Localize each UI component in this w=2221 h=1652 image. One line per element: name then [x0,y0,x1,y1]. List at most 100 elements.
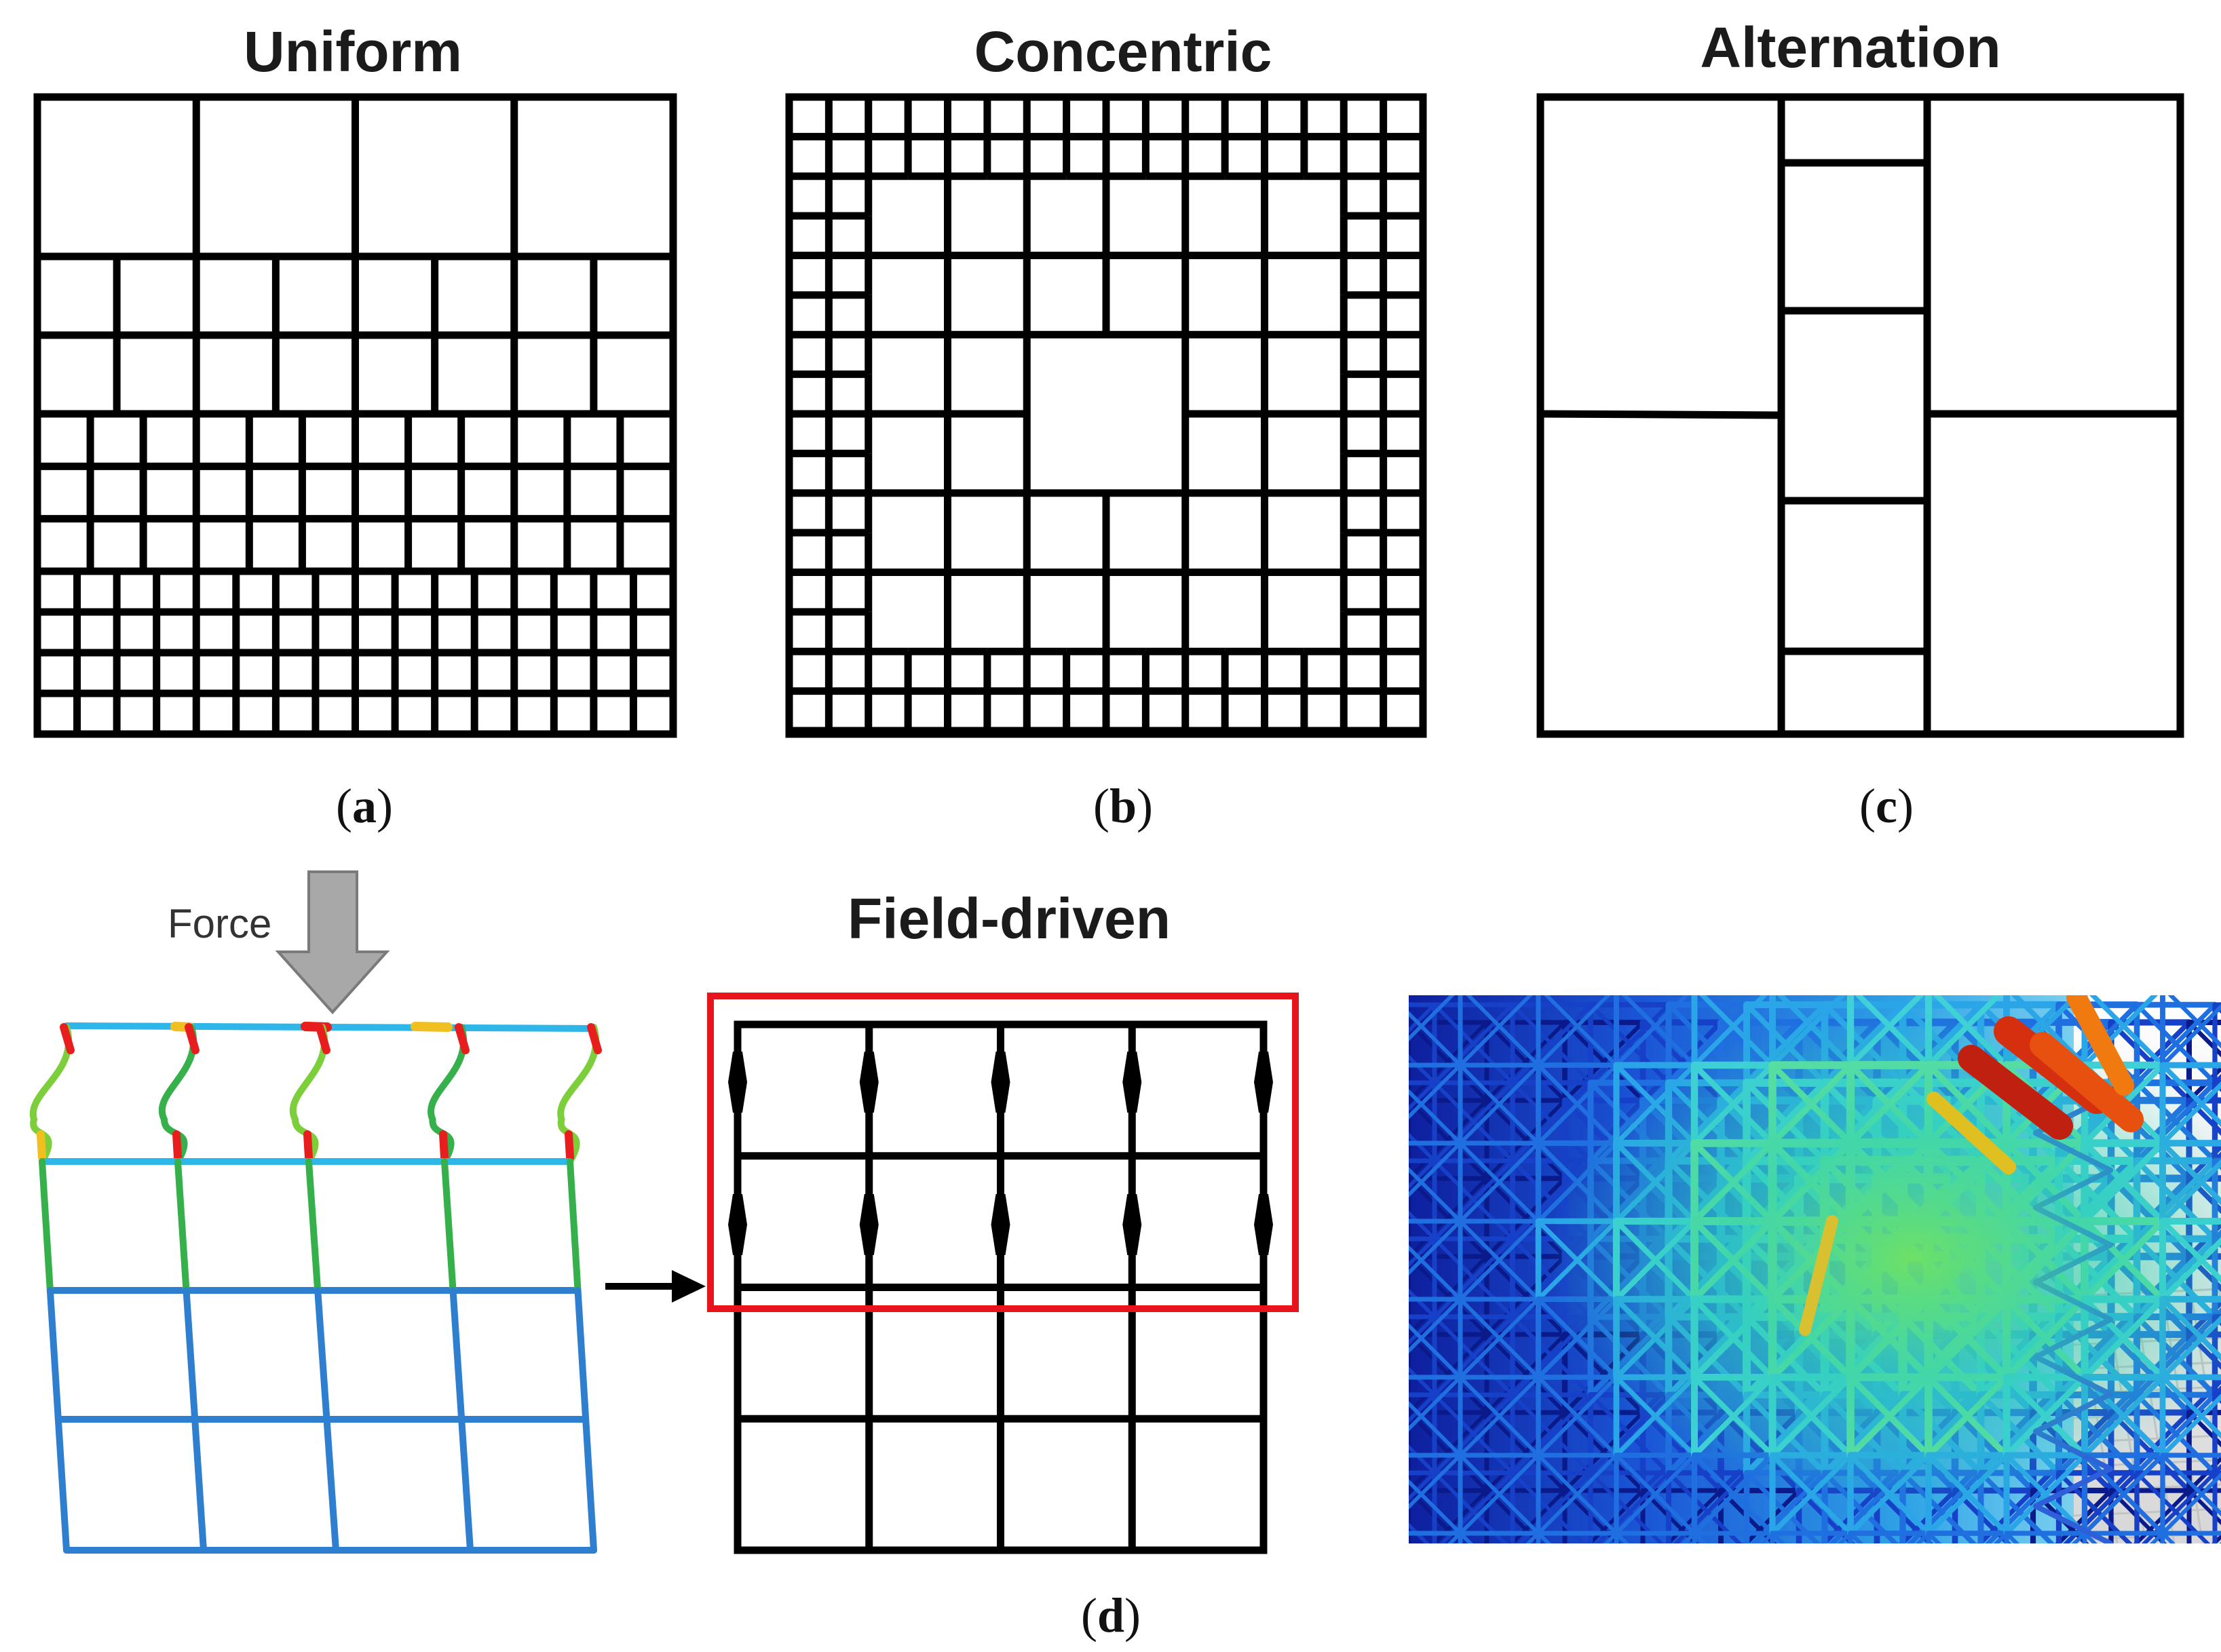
lattice-strut [1409,1254,1411,1259]
lattice-strut [1603,1531,1618,1543]
lattice-strut [1409,1488,1411,1493]
lattice-strut [1721,1569,1799,1647]
lattice-strut [1669,1551,1747,1629]
lattice-strut [1721,1569,1799,1647]
lattice-strut [1382,1533,1460,1611]
lattice-strut [1447,1531,1462,1543]
lattice-strut [1877,1569,1955,1647]
stress-marker [565,1130,574,1161]
stress-marker [411,1022,453,1032]
force-arrow-icon [275,870,390,1014]
lattice-strut [1591,1551,1669,1629]
buckled-strut [29,1024,73,1165]
lattice-3d-render [1331,995,2221,1647]
lattice-strut [2189,1569,2221,1647]
lattice-strut [1513,1551,1591,1629]
right-arrow-icon [605,1270,706,1303]
lattice-strut [1799,1569,1877,1647]
lattice-strut [1458,1531,1473,1543]
lattice-strut [1409,1332,1411,1337]
post [441,1158,457,1294]
stress-marker [172,1130,182,1161]
stress-marker [37,1130,46,1161]
force-label: Force [168,901,272,946]
lattice-strut [1536,1531,1551,1543]
thickened-strut [1122,1052,1142,1113]
caption-a-letter: a [352,779,377,833]
lattice-strut [2189,1569,2221,1647]
lattice-strut [1981,1551,2059,1629]
lattice-strut [2033,1569,2111,1647]
lattice-strut [1955,1569,2033,1647]
lattice-strut [1409,1098,1411,1103]
stress-marker [316,1023,330,1054]
lattice-strut [1331,1569,1409,1647]
thickened-strut [1254,1194,1273,1255]
lattice-strut [2111,1569,2189,1647]
lattice-strut [2161,1531,2176,1543]
uniform-lattice [33,93,677,738]
lattice-strut [1409,1332,1411,1337]
lattice-strut [1614,1531,1629,1543]
concentric-lattice [785,93,1427,738]
stress-marker [60,1023,75,1054]
lattice-strut [1409,1569,1487,1647]
lattice-strut [2059,1551,2137,1629]
lattice-strut [1435,1551,1513,1629]
buckled-strut [158,1024,197,1165]
lattice-strut [1903,1551,1981,1629]
lattice-strut [1926,1531,1942,1543]
lattice-strut [2083,1531,2097,1543]
lattice-strut [1825,1551,1903,1629]
lattice-strut [1565,1569,1643,1647]
title-concentric: Concentric [974,20,1272,83]
lattice-strut [1409,1410,1411,1415]
lattice-strut [1682,1531,1696,1543]
lattice-strut [1409,1098,1411,1102]
title-alternation: Alternation [1700,16,2001,79]
thickened-strut [859,1052,879,1113]
lattice-strut [1643,1569,1721,1647]
post [305,1158,322,1294]
thickened-strut [991,1194,1010,1255]
caption-b: (b) [1093,779,1154,833]
lattice-strut [1955,1569,2033,1647]
post [39,1158,54,1294]
lattice-strut [1848,1531,1864,1543]
lattice-strut [2111,1569,2189,1647]
stress-marker [185,1023,200,1054]
hot-struts [1799,995,2144,1336]
lattice-strut [1770,1531,1786,1543]
stress-marker [587,1023,602,1054]
lattice-strut [1747,1551,1825,1629]
buckled-strut [428,1024,468,1165]
caption-d-letter: d [1097,1588,1125,1643]
lattice-strut [1435,1551,1513,1629]
thickened-strut [728,1052,747,1113]
thickened-strut [728,1194,747,1255]
lattice-strut [1981,1551,2059,1629]
thickened-strut [991,1052,1010,1113]
lattice-strut [2137,1551,2215,1629]
caption-b-letter: b [1109,779,1137,833]
post [574,1287,597,1554]
lattice-strut [1993,1531,2009,1543]
lattice-strut [1877,1569,1955,1647]
lattice-strut [1565,1569,1643,1647]
stress-marker [303,1130,313,1161]
alternation-lattice [1536,93,2184,738]
buckled-strut [557,1024,600,1165]
lattice-strut [1825,1551,1903,1629]
lattice-strut [2215,1551,2221,1629]
lattice-strut [1487,1569,1565,1647]
deformed-lattice [29,1022,602,1554]
stress-marker [455,1023,470,1054]
lattice-strut [2071,1531,2087,1543]
caption-c-letter: c [1876,779,1897,833]
lattice-strut [1915,1531,1931,1543]
lattice-strut [2005,1531,2020,1543]
lattice-strut [1409,1569,1487,1647]
post [183,1287,207,1554]
